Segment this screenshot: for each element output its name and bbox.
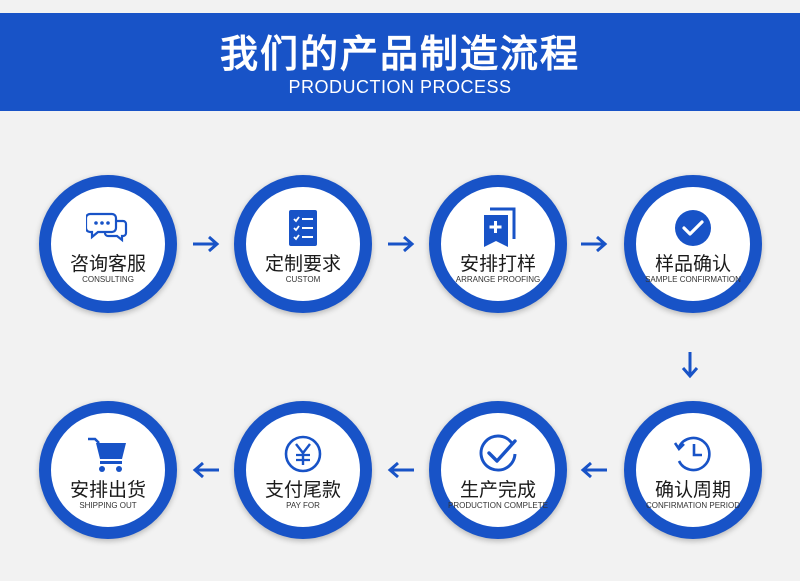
step-custom: 定制要求 CUSTOM xyxy=(234,175,372,313)
arrow-down-icon xyxy=(681,352,699,379)
yen-coin-icon xyxy=(281,433,325,475)
step-production-complete: 生产完成 PRODUCTION COMPLETE xyxy=(429,401,567,539)
step-sample-confirmation: 样品确认 SAMPLE CONFIRMATION xyxy=(624,175,762,313)
step-title: 咨询客服 xyxy=(69,253,146,275)
page-subtitle: PRODUCTION PROCESS xyxy=(288,77,512,97)
arrow-right-icon xyxy=(581,235,608,253)
add-document-icon xyxy=(476,207,520,249)
step-title: 定制要求 xyxy=(264,253,341,275)
arrow-left-icon xyxy=(387,461,414,479)
step-subtitle: SHIPPING OUT xyxy=(79,501,137,510)
step-title: 确认周期 xyxy=(654,479,731,501)
step-subtitle: SAMPLE CONFIRMATION xyxy=(645,275,741,284)
arrow-right-icon xyxy=(193,235,220,253)
step-subtitle: CONSULTING xyxy=(82,275,134,284)
step-title: 安排打样 xyxy=(459,253,536,275)
step-subtitle: PRODUCTION COMPLETE xyxy=(447,501,548,510)
clock-icon xyxy=(671,433,715,475)
step-confirmation-period: 确认周期 CONFIRMATION PERIOD xyxy=(624,401,762,539)
step-title: 安排出货 xyxy=(69,479,146,501)
arrow-left-icon xyxy=(580,461,607,479)
shopping-cart-icon xyxy=(86,433,130,475)
check-circle-icon xyxy=(671,207,715,249)
step-title: 支付尾款 xyxy=(264,479,341,501)
step-consulting: 咨询客服 CONSULTING xyxy=(39,175,177,313)
step-title: 生产完成 xyxy=(459,479,536,501)
step-subtitle: CONFIRMATION PERIOD xyxy=(645,501,741,510)
step-title: 样品确认 xyxy=(654,253,731,275)
check-mark-icon xyxy=(476,433,520,475)
step-subtitle: PAY FOR xyxy=(286,501,320,510)
chat-bubbles-icon xyxy=(86,207,130,249)
arrow-left-icon xyxy=(192,461,219,479)
step-pay-for: 支付尾款 PAY FOR xyxy=(234,401,372,539)
step-shipping-out: 安排出货 SHIPPING OUT xyxy=(39,401,177,539)
step-subtitle: CUSTOM xyxy=(285,275,321,284)
page-title: 我们的产品制造流程 xyxy=(219,32,580,76)
header-banner: 我们的产品制造流程 PRODUCTION PROCESS xyxy=(0,13,800,111)
checklist-icon xyxy=(281,207,325,249)
step-arrange-proofing: 安排打样 ARRANGE PROOFING xyxy=(429,175,567,313)
step-subtitle: ARRANGE PROOFING xyxy=(455,275,541,284)
arrow-right-icon xyxy=(388,235,415,253)
